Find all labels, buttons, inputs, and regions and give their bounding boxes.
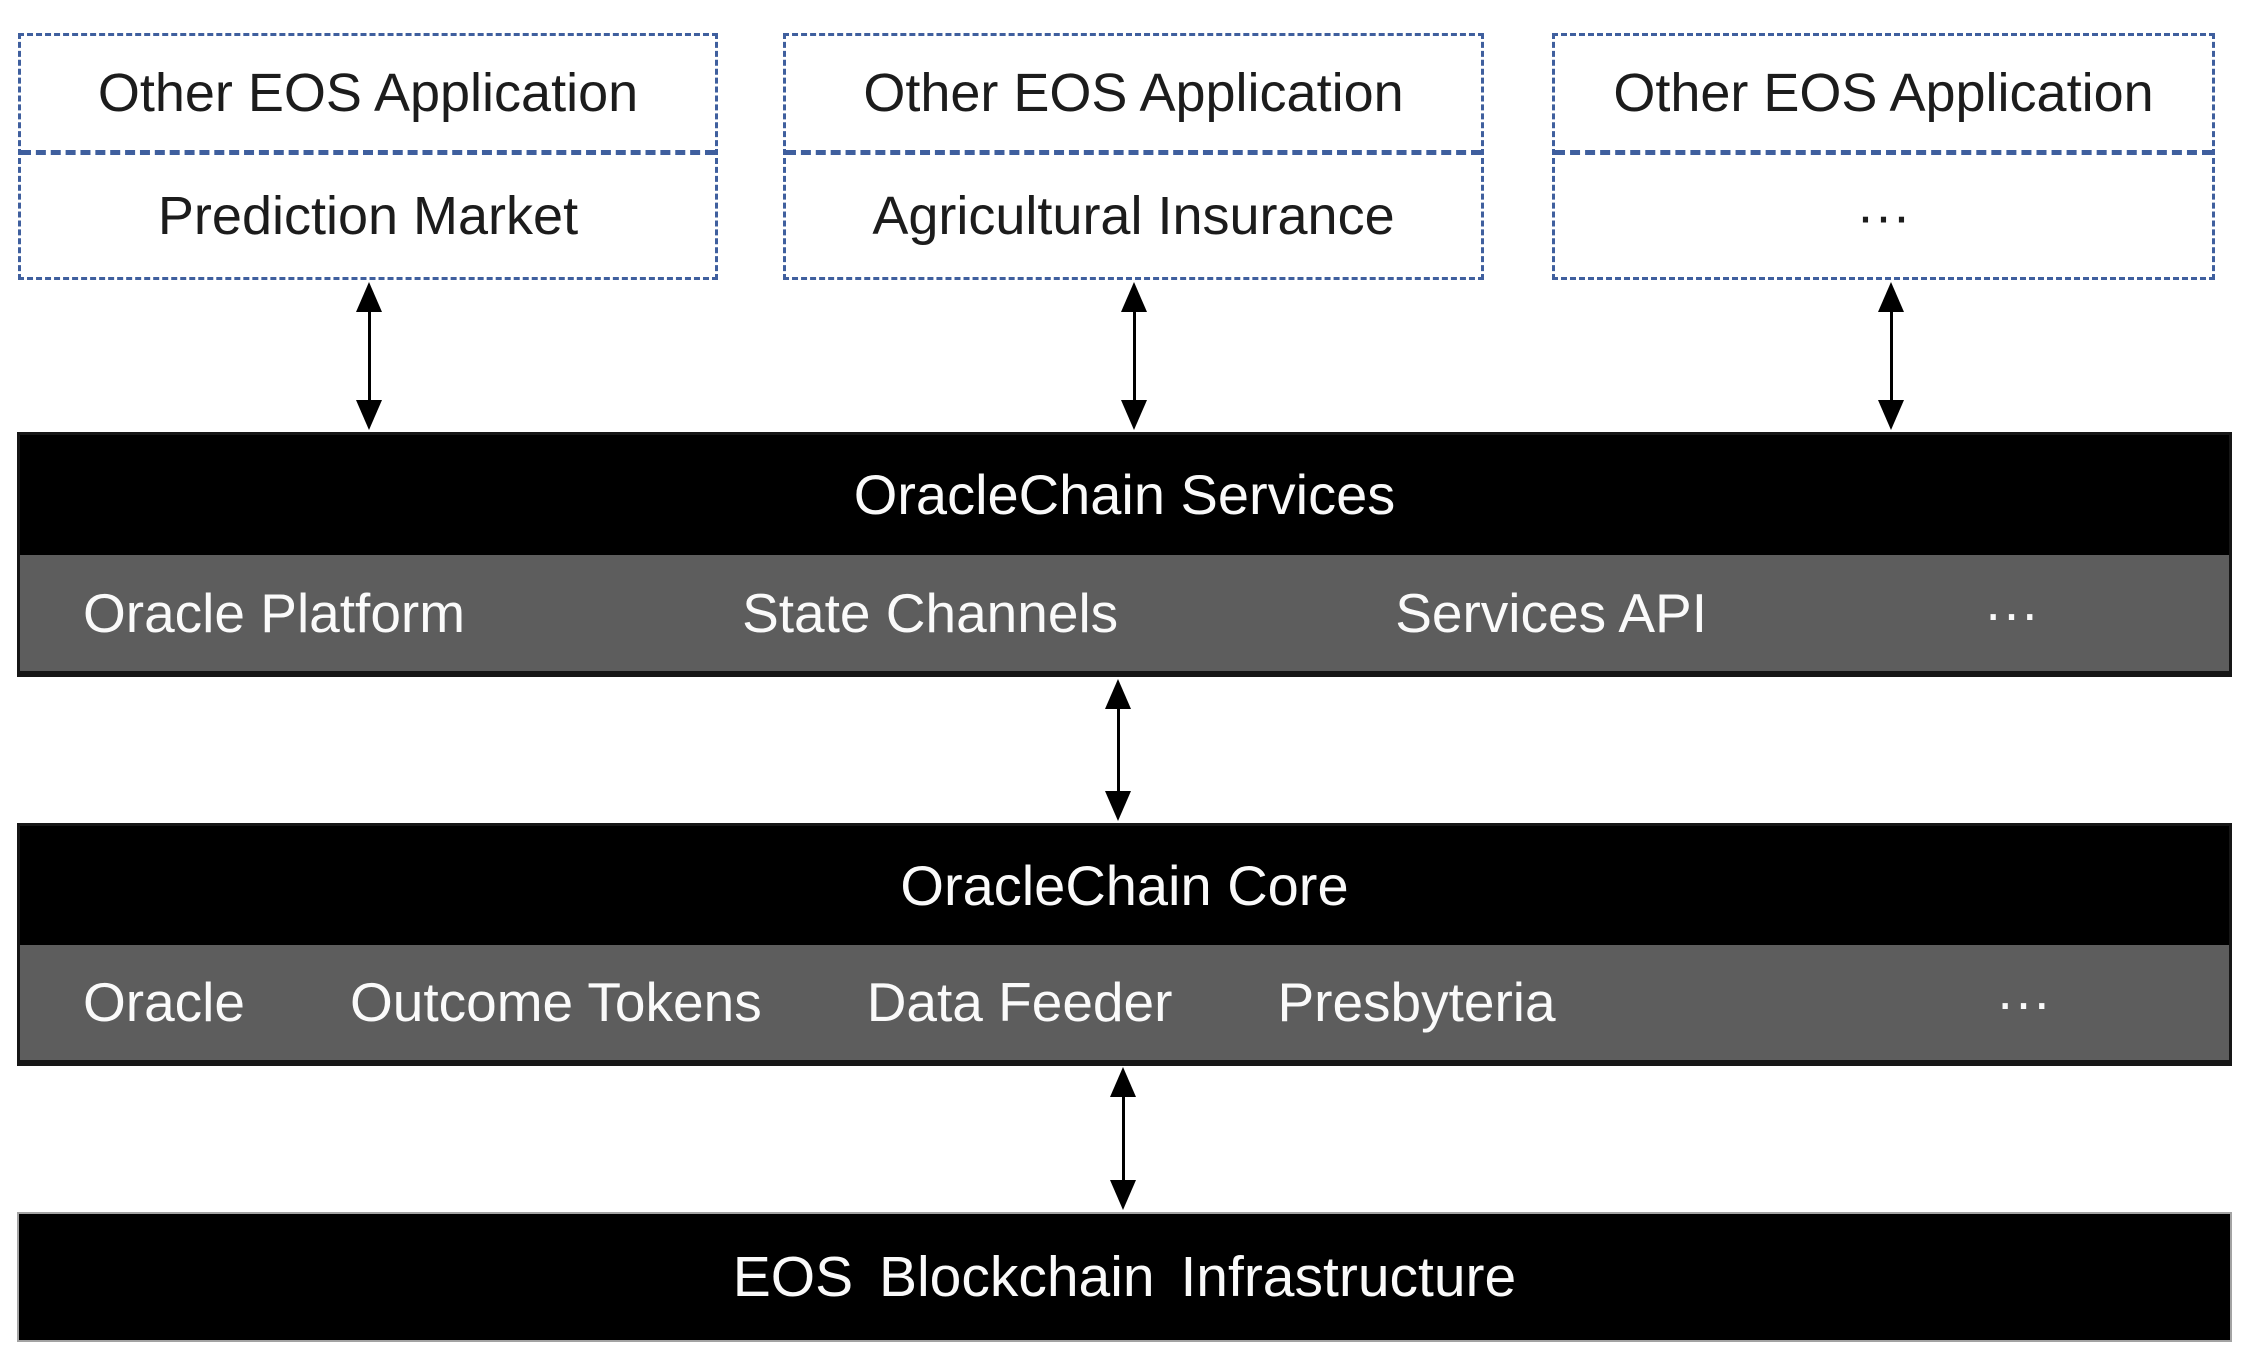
app-box-title-label: Other EOS Application <box>1613 63 2154 123</box>
arrow-shaft <box>1132 290 1136 422</box>
arrowhead-down-icon <box>1110 1180 1136 1210</box>
arrow-shaft <box>367 290 371 422</box>
core-layer: OracleChain Core Oracle Outcome Tokens D… <box>17 823 2232 1066</box>
app-box-subtitle: ··· <box>1555 155 2212 277</box>
arrow-shaft <box>1121 1075 1125 1202</box>
app-box-subtitle: Prediction Market <box>21 155 715 277</box>
core-layer-items: Oracle Outcome Tokens Data Feeder Presby… <box>20 945 2229 1060</box>
app-box-title-label: Other EOS Application <box>97 63 639 123</box>
app-box-subtitle: Agricultural Insurance <box>786 155 1481 277</box>
layer-item-state-channels: State Channels <box>742 581 1119 644</box>
app-box-agricultural-insurance: Other EOS Application Agricultural Insur… <box>783 33 1484 280</box>
app-box-prediction-market: Other EOS Application Prediction Market <box>18 33 718 280</box>
app-box-title: Other EOS Application <box>1555 36 2212 155</box>
arrowhead-down-icon <box>1105 791 1131 821</box>
arrow-shaft <box>1889 290 1893 422</box>
layer-item-services-api: Services API <box>1395 581 1707 644</box>
arrowhead-down-icon <box>1121 400 1147 430</box>
layer-item-outcome-tokens: Outcome Tokens <box>350 971 762 1033</box>
double-arrow-icon <box>1877 282 1905 430</box>
services-layer-title: OracleChain Services <box>853 463 1396 526</box>
layer-item-ellipsis: ··· <box>1984 581 2039 644</box>
app-box-title: Other EOS Application <box>21 36 715 155</box>
arrowhead-down-icon <box>1878 400 1904 430</box>
services-layer-header: OracleChain Services <box>20 435 2229 555</box>
app-box-other: Other EOS Application ··· <box>1552 33 2215 280</box>
app-box-subtitle-label: Agricultural Insurance <box>872 186 1395 246</box>
services-layer: OracleChain Services Oracle Platform Sta… <box>17 432 2232 677</box>
arrowhead-down-icon <box>356 400 382 430</box>
app-box-subtitle-label: Prediction Market <box>157 186 579 246</box>
services-layer-items: Oracle Platform State Channels Services … <box>20 555 2229 671</box>
double-arrow-icon <box>1109 1067 1137 1210</box>
layer-item-data-feeder: Data Feeder <box>866 971 1173 1033</box>
infrastructure-layer-title: EOS Blockchain Infrastructure <box>732 1244 1517 1309</box>
double-arrow-icon <box>1120 282 1148 430</box>
app-box-ellipsis-label: ··· <box>1856 186 1911 246</box>
app-box-title: Other EOS Application <box>786 36 1481 155</box>
double-arrow-icon <box>355 282 383 430</box>
core-layer-title: OracleChain Core <box>900 853 1349 917</box>
layer-item-oracle: Oracle <box>83 971 245 1033</box>
app-box-title-label: Other EOS Application <box>863 63 1404 123</box>
layer-item-ellipsis: ··· <box>1996 971 2051 1033</box>
core-layer-header: OracleChain Core <box>20 826 2229 945</box>
arrow-shaft <box>1116 687 1120 813</box>
infrastructure-layer: EOS Blockchain Infrastructure <box>17 1212 2232 1342</box>
layer-item-presbyteria: Presbyteria <box>1277 971 1556 1033</box>
double-arrow-icon <box>1104 679 1132 821</box>
layer-item-oracle-platform: Oracle Platform <box>83 581 466 644</box>
